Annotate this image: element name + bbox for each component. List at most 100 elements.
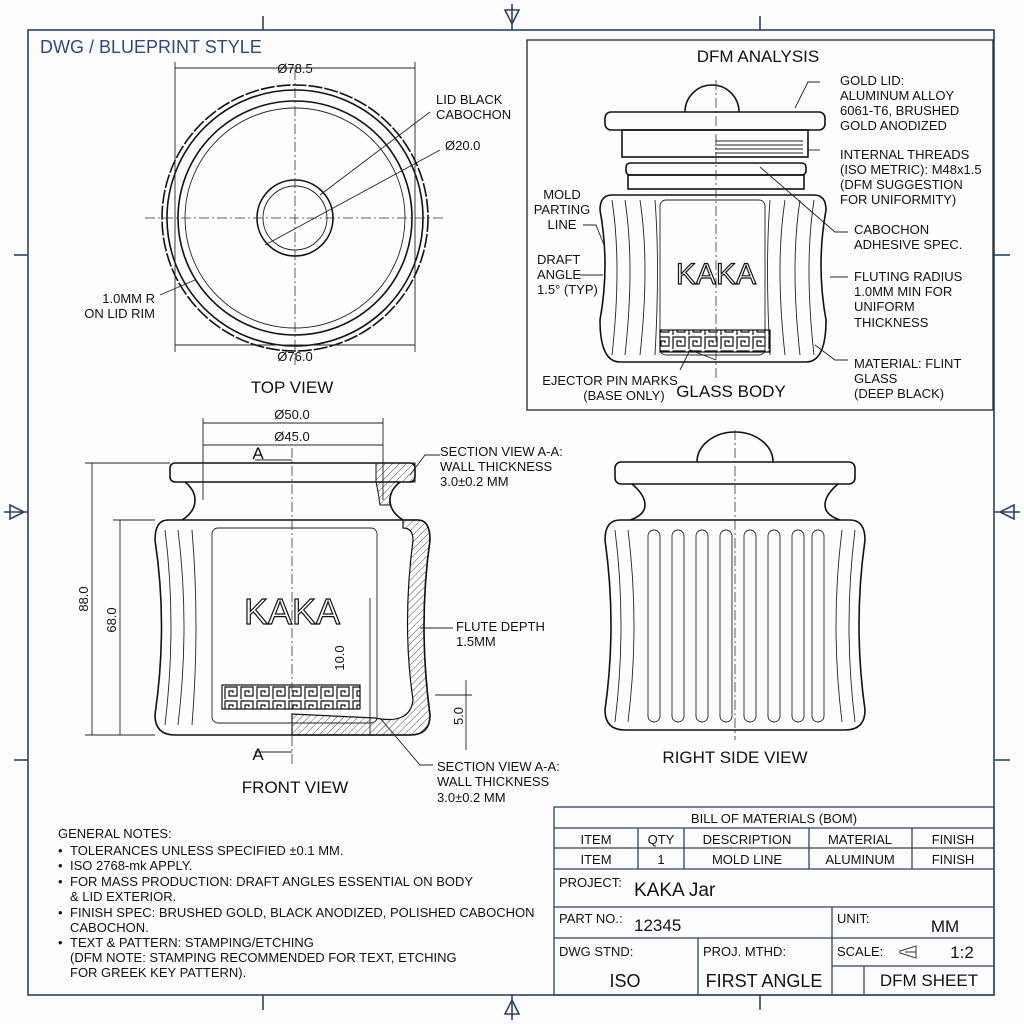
- sheet-frame: [4, 4, 1020, 1020]
- dwg-standard-value: ISO: [609, 971, 640, 991]
- front-view-label: FRONT VIEW: [242, 778, 348, 797]
- bom-title: BILL OF MATERIALS (BOM): [691, 811, 857, 826]
- project-label: PROJECT:: [559, 875, 622, 890]
- svg-text:SECTION VIEW A-A:: SECTION VIEW A-A:: [437, 759, 560, 774]
- svg-text:THICKNESS: THICKNESS: [854, 315, 929, 330]
- svg-text:LINE: LINE: [548, 217, 577, 232]
- dim-inner-diameter: Ø76.0: [277, 349, 312, 364]
- top-view: [145, 62, 445, 365]
- center-mark-left-icon: [4, 503, 28, 521]
- section-hatch: [291, 519, 431, 736]
- bom-row: ITEM 1 MOLD LINE ALUMINUM FINISH: [580, 852, 974, 867]
- svg-text:FOR MASS PRODUCTION: DRAFT ANG: FOR MASS PRODUCTION: DRAFT ANGLES ESSENT…: [70, 874, 473, 889]
- callout-cabochon: CABOCHON: [436, 107, 511, 122]
- center-mark-bottom-icon: [503, 995, 521, 1020]
- svg-text:FINISH: FINISH: [932, 832, 975, 847]
- general-notes: GENERAL NOTES: • TOLERANCES UNLESS SPECIF…: [58, 826, 534, 980]
- dim-base: 5.0: [451, 707, 466, 725]
- right-side-view: [604, 430, 866, 740]
- dfm-callouts: GOLD LID: ALUMINUM ALLOY 6061-T6, BRUSHE…: [534, 73, 982, 403]
- svg-text:FOR GREEK KEY PATTERN).: FOR GREEK KEY PATTERN).: [70, 965, 246, 980]
- svg-text:ALUMINUM: ALUMINUM: [825, 852, 894, 867]
- svg-text:•: •: [58, 905, 63, 920]
- svg-text:EJECTOR PIN MARKS: EJECTOR PIN MARKS: [542, 373, 678, 388]
- svg-text:PARTING: PARTING: [534, 202, 591, 217]
- projection-value: FIRST ANGLE: [706, 971, 823, 991]
- sheet-title: DWG / BLUEPRINT STYLE: [40, 37, 262, 57]
- svg-text:FOR UNIFORMITY): FOR UNIFORMITY): [840, 192, 956, 207]
- svg-text:QTY: QTY: [648, 832, 675, 847]
- svg-text:UNIFORM: UNIFORM: [854, 299, 915, 314]
- dfm-body-label: GLASS BODY: [676, 382, 786, 401]
- svg-text:CABOCHON: CABOCHON: [854, 222, 929, 237]
- front-brand-text: KAKA: [244, 591, 340, 632]
- section-mark-top: A: [252, 444, 264, 463]
- svg-text:(DEEP BLACK): (DEEP BLACK): [854, 386, 944, 401]
- callout-rim: 1.0MM R: [102, 291, 155, 306]
- svg-text:GENERAL NOTES:: GENERAL NOTES:: [58, 826, 172, 841]
- front-callouts: SECTION VIEW A-A: WALL THICKNESS 3.0±0.2…: [437, 444, 563, 805]
- unit-label: UNIT:: [837, 911, 870, 926]
- svg-text:•: •: [58, 843, 63, 858]
- dfm-analysis-panel: [526, 39, 994, 411]
- section-mark-bottom: A: [252, 745, 264, 764]
- svg-text:GOLD LID:: GOLD LID:: [840, 73, 904, 88]
- svg-text:DRAFT: DRAFT: [537, 252, 580, 267]
- svg-text:(DFM NOTE: STAMPING RECOMMENDE: (DFM NOTE: STAMPING RECOMMENDED FOR TEXT…: [70, 950, 457, 965]
- dim-text-offset: 10.0: [332, 645, 347, 670]
- svg-text:1: 1: [657, 852, 664, 867]
- bom-header-row: ITEM QTY DESCRIPTION MATERIAL FINISH: [580, 832, 974, 847]
- svg-text:1.0MM MIN FOR: 1.0MM MIN FOR: [854, 284, 952, 299]
- svg-text:FLUTING RADIUS: FLUTING RADIUS: [854, 269, 963, 284]
- center-mark-right-icon: [994, 503, 1020, 521]
- svg-text:SECTION VIEW A-A:: SECTION VIEW A-A:: [440, 444, 563, 459]
- svg-text:(DFM SUGGESTION: (DFM SUGGESTION: [840, 177, 963, 192]
- svg-text:WALL THICKNESS: WALL THICKNESS: [437, 774, 550, 789]
- svg-text:TEXT & PATTERN: STAMPING/ETCHI: TEXT & PATTERN: STAMPING/ETCHING: [70, 935, 314, 950]
- svg-text:FINISH: FINISH: [932, 852, 975, 867]
- project-value: KAKA Jar: [634, 880, 716, 901]
- svg-text:6061-T6, BRUSHED: 6061-T6, BRUSHED: [840, 103, 959, 118]
- svg-text:3.0±0.2 MM: 3.0±0.2 MM: [437, 790, 506, 805]
- scale-value: 1:2: [950, 943, 974, 962]
- dim-outer-diameter: Ø78.5: [277, 61, 312, 76]
- svg-text:MOLD LINE: MOLD LINE: [712, 852, 782, 867]
- svg-text:FINISH SPEC: BRUSHED GOLD, BLA: FINISH SPEC: BRUSHED GOLD, BLACK ANODIZE…: [70, 905, 534, 920]
- svg-text:ALUMINUM ALLOY: ALUMINUM ALLOY: [840, 88, 954, 103]
- svg-text:1.5MM: 1.5MM: [456, 634, 496, 649]
- dim-height-body: 68.0: [104, 607, 119, 632]
- greek-key-pattern: [221, 684, 361, 710]
- svg-text:GOLD ANODIZED: GOLD ANODIZED: [840, 118, 947, 133]
- svg-text:& LID EXTERIOR.: & LID EXTERIOR.: [70, 889, 176, 904]
- svg-text:•: •: [58, 874, 63, 889]
- svg-text:ADHESIVE SPEC.: ADHESIVE SPEC.: [854, 237, 962, 252]
- svg-text:CABOCHON.: CABOCHON.: [70, 920, 149, 935]
- svg-text:WALL THICKNESS: WALL THICKNESS: [440, 459, 553, 474]
- svg-text:TOLERANCES UNLESS SPECIFIED ±0: TOLERANCES UNLESS SPECIFIED ±0.1 MM.: [70, 843, 343, 858]
- dfm-jar-drawing: [580, 80, 848, 380]
- svg-text:(ISO METRIC): M48x1.5: (ISO METRIC): M48x1.5: [840, 162, 982, 177]
- dim-top-outer: Ø50.0: [274, 407, 309, 422]
- svg-text:MATERIAL: MATERIAL: [828, 832, 892, 847]
- dim-cabochon-diameter: Ø20.0: [445, 138, 480, 153]
- dim-height-total: 88.0: [76, 586, 91, 611]
- top-view-label: TOP VIEW: [251, 378, 334, 397]
- dim-top-inner: Ø45.0: [274, 429, 309, 444]
- unit-value: MM: [931, 917, 959, 936]
- dwg-standard-label: DWG STND:: [559, 944, 633, 959]
- scale-label: SCALE:: [837, 944, 883, 959]
- svg-text:ITEM: ITEM: [580, 852, 611, 867]
- svg-text:(BASE ONLY): (BASE ONLY): [583, 388, 664, 403]
- part-value: 12345: [634, 916, 681, 935]
- svg-text:ISO 2768-mk APPLY.: ISO 2768-mk APPLY.: [70, 858, 192, 873]
- svg-text:1.5° (TYP): 1.5° (TYP): [537, 282, 598, 297]
- title-block: [553, 806, 995, 996]
- dfm-brand-text: KAKA: [676, 258, 756, 291]
- svg-text:•: •: [58, 858, 63, 873]
- svg-text:ITEM: ITEM: [580, 832, 611, 847]
- greek-key-pattern: [659, 329, 771, 353]
- svg-text:MOLD: MOLD: [543, 187, 581, 202]
- svg-text:ANGLE: ANGLE: [537, 267, 581, 282]
